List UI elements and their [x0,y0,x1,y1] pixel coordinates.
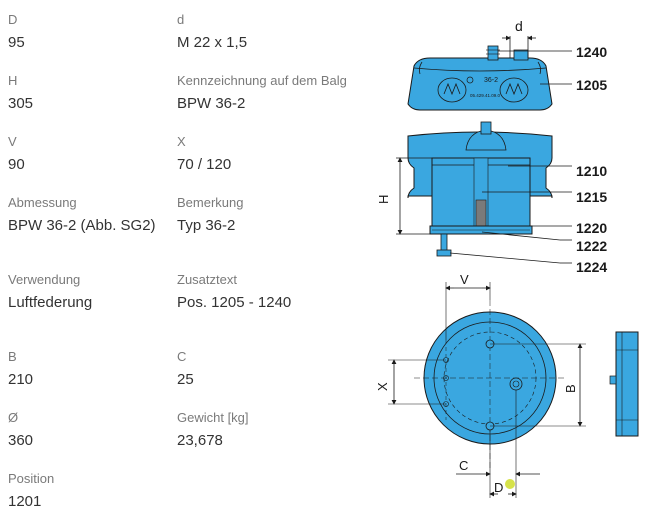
spec-value: 25 [177,371,194,388]
spec-value: Luftfederung [8,294,93,311]
dim-label-h: H [376,195,391,204]
bellows-code: 05.429.41.09.0 [470,93,501,98]
spec-abmessung: Abmessung BPW 36-2 (Abb. SG2) [8,195,173,235]
bpw-logo-right [499,77,529,103]
spec-label: Ø [8,410,19,425]
spec-label: Zusatztext [177,272,237,287]
spec-label: V [8,134,17,149]
bellows-1205 [407,57,553,111]
spec-D: D 95 [8,12,173,52]
part-number-1240: 1240 [576,44,607,60]
spec-C: C 25 [177,349,342,389]
part-number-1220: 1220 [576,220,607,236]
dim-label-c: C [459,458,468,473]
spec-label: Bemerkung [177,195,244,210]
spec-value: 23,678 [177,432,223,449]
spec-value: 360 [8,432,34,449]
dim-label-v: V [460,272,469,287]
spec-label: H [8,73,18,88]
spec-label: d [177,12,185,27]
spec-label: Abmessung [8,195,77,210]
spec-zusatztext: Zusatztext Pos. 1205 - 1240 [177,272,342,312]
spec-value: 95 [8,34,25,51]
spring-side-view [407,121,553,257]
bellows-marking: 36-2 [484,77,498,84]
dim-label-dd: D [494,480,503,495]
technical-drawing: 36-2 05.429.41.09.0 d 1240 1205 H 1210 [375,18,639,498]
spec-B: B 210 [8,349,173,389]
spec-value: Typ 36-2 [177,217,236,234]
spec-gewicht: Gewicht [kg] 23,678 [177,410,342,450]
spec-label: X [177,134,186,149]
spec-value: BPW 36-2 [177,95,246,112]
spec-bemerkung: Bemerkung Typ 36-2 [177,195,342,235]
part-number-1210: 1210 [576,163,607,179]
spec-value: M 22 x 1,5 [177,34,248,51]
spec-V: V 90 [8,134,173,174]
bpw-logo-left [437,77,467,103]
highlight-marker [505,479,515,489]
spec-verwendung: Verwendung Luftfederung [8,272,173,312]
spec-d: d M 22 x 1,5 [177,12,342,52]
part-number-1222: 1222 [576,238,607,254]
dim-label-d: d [515,18,523,34]
spec-value: BPW 36-2 (Abb. SG2) [8,217,156,234]
spec-kennzeichnung: Kennzeichnung auf dem Balg BPW 36-2 [177,73,347,113]
spec-label: Position [8,471,55,486]
spec-H: H 305 [8,73,173,113]
dim-label-x: X [375,382,390,391]
bellows-top-view: 36-2 05.429.41.09.0 [407,45,553,111]
spec-value: 90 [8,156,25,173]
stud-1240 [487,45,499,61]
spec-value: 1201 [8,493,42,510]
dim-label-b: B [563,384,578,393]
spec-value: Pos. 1205 - 1240 [177,294,292,311]
part-number-1205: 1205 [576,77,607,93]
spec-label: Gewicht [kg] [177,410,249,425]
spec-value: 70 / 120 [177,156,232,173]
spec-X: X 70 / 120 [177,134,342,174]
part-number-1224: 1224 [576,259,607,275]
spec-value: 305 [8,95,34,112]
base-side-profile [609,331,639,437]
air-connection [509,377,523,391]
spec-label: Kennzeichnung auf dem Balg [177,73,347,88]
spec-label: D [8,12,18,27]
spec-label: B [8,349,17,364]
spec-label: C [177,349,187,364]
spec-diameter: Ø 360 [8,410,173,450]
stud-1224 [440,233,448,253]
part-number-1215: 1215 [576,189,607,205]
spec-value: 210 [8,371,34,388]
spec-label: Verwendung [8,272,81,287]
spec-position: Position 1201 [8,471,173,511]
base-plan-view [414,300,566,470]
